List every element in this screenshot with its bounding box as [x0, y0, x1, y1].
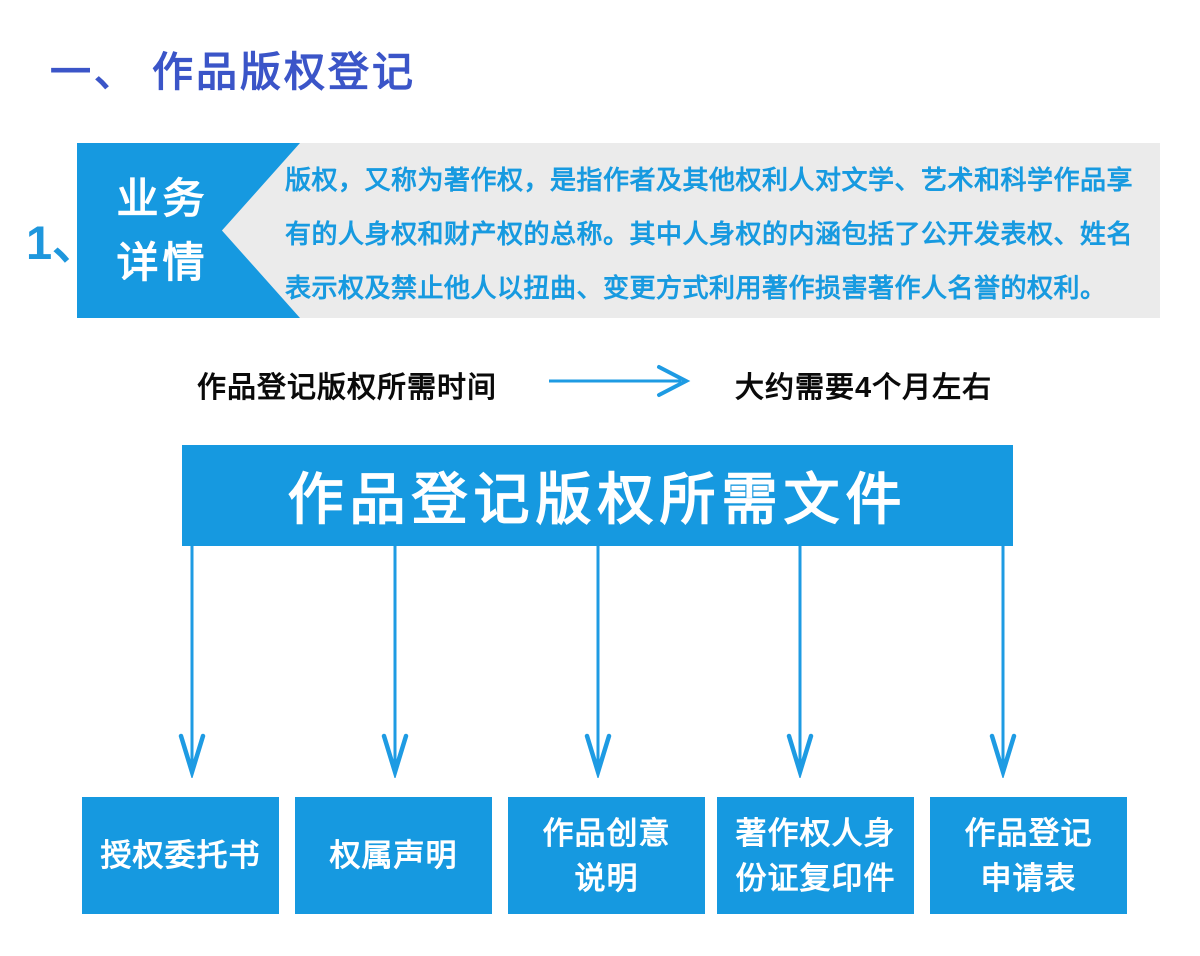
tab-line-2: 详情: [116, 238, 209, 286]
business-detail-tab: 业务 详情: [77, 143, 300, 318]
arrow-down-icon: [786, 546, 814, 778]
arrow-down-icon: [178, 546, 206, 778]
doc-box-label: 申请表: [980, 860, 1077, 896]
doc-box-ownership-statement: 权属声明: [295, 797, 492, 914]
doc-box-label: 作品登记: [964, 815, 1093, 851]
copyright-description: 版权，又称为著作权，是指作者及其他权利人对文学、艺术和科学作品享 有的人身权和财…: [285, 149, 1152, 318]
doc-box-label: 作品创意: [542, 815, 671, 851]
doc-box-label: 著作权人身: [735, 815, 896, 851]
doc-box-id-copy: 著作权人身 份证复印件: [717, 797, 914, 914]
doc-box-label: 份证复印件: [735, 860, 896, 896]
doc-box-label: 授权委托书: [100, 838, 261, 873]
doc-box-label: 说明: [574, 860, 639, 896]
doc-box-application-form: 作品登记 申请表: [930, 797, 1127, 914]
arrow-down-icon: [584, 546, 612, 778]
arrow-down-icon: [381, 546, 409, 778]
description-line: 表示权及禁止他人以扭曲、变更方式利用著作损害著作人名誉的权利。: [285, 272, 1107, 303]
description-line: 有的人身权和财产权的总称。其中人身权的内涵包括了公开发表权、姓名: [285, 218, 1134, 249]
required-documents-banner: 作品登记版权所需文件: [182, 445, 1013, 546]
doc-box-authorization-letter: 授权委托书: [82, 797, 279, 914]
arrow-down-icon: [989, 546, 1017, 778]
time-required-label: 作品登记版权所需时间: [197, 372, 498, 404]
page-title: 一、 作品版权登记: [50, 42, 416, 95]
page-title-text: 作品版权登记: [152, 49, 416, 95]
tab-line-1: 业务: [116, 174, 209, 222]
arrow-right-icon: [549, 365, 691, 397]
business-detail-panel: 业务 详情 版权，又称为著作权，是指作者及其他权利人对文学、艺术和科学作品享 有…: [77, 143, 1160, 318]
doc-box-creative-description: 作品创意 说明: [508, 797, 705, 914]
page-title-number: 一、: [50, 49, 138, 95]
description-line: 版权，又称为著作权，是指作者及其他权利人对文学、艺术和科学作品享: [285, 164, 1134, 195]
time-required-value: 大约需要4个月左右: [735, 372, 993, 404]
doc-box-label: 权属声明: [329, 838, 458, 873]
